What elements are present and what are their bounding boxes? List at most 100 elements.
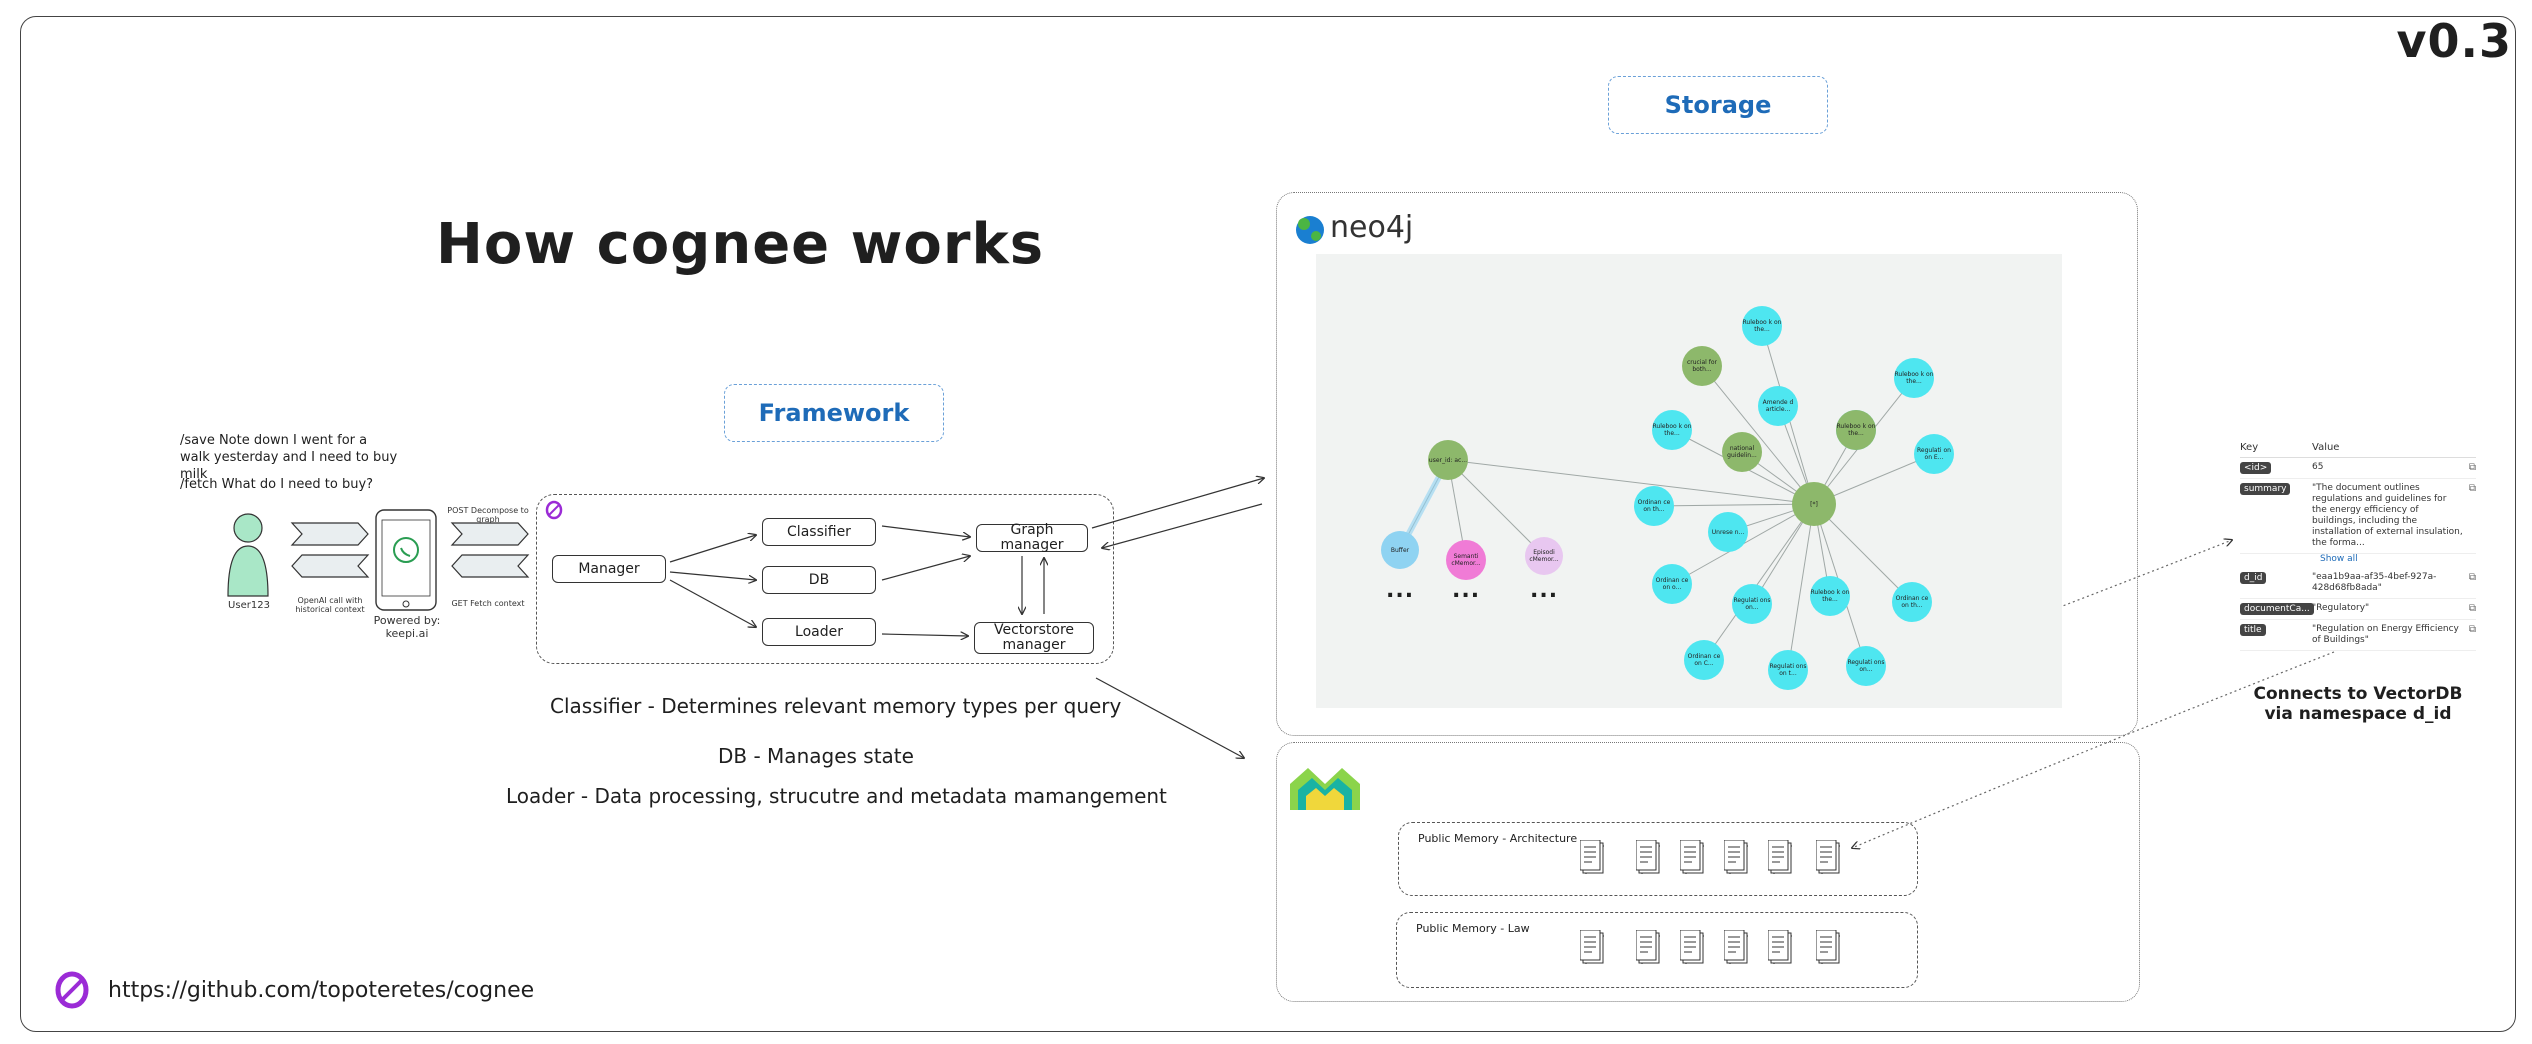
property-key: documentCa... [2240, 603, 2314, 615]
graph-node[interactable]: Amende d article... [1758, 386, 1798, 426]
show-all-link[interactable]: Show all [2320, 554, 2358, 564]
copy-icon[interactable]: ⧉ [2468, 572, 2476, 583]
post-note: POST Decompose to graph [447, 506, 529, 524]
key-header: Key [2240, 442, 2259, 453]
property-key: d_id [2240, 572, 2267, 584]
neo4j-label: neo4j [1330, 210, 1414, 245]
graph-node[interactable]: Ruleboo k on the... [1894, 358, 1934, 398]
phone-icon [375, 509, 437, 611]
graph-node[interactable]: Ruleboo k on the... [1810, 576, 1850, 616]
property-value: "The document outlines regulations and g… [2312, 483, 2463, 548]
chevron-arrows-left [290, 522, 370, 578]
property-row: <id> 65 ⧉ [2240, 458, 2476, 479]
framework-area [536, 494, 1114, 664]
document-icon [1768, 930, 1792, 964]
document-icon [1680, 930, 1704, 964]
graph-manager-box-label: Graph manager [1000, 522, 1064, 553]
document-icon [1680, 840, 1704, 874]
graph-node[interactable]: Regulati ons on... [1846, 646, 1886, 686]
panel-rows: <id> 65 ⧉ summary "The document outlines reg… [2240, 458, 2476, 651]
document-icon [1768, 840, 1792, 874]
chevron-arrows-right [450, 522, 530, 578]
graph-node[interactable]: Ruleboo k on the... [1742, 306, 1782, 346]
document-icon [1636, 930, 1660, 964]
episodic-ellipsis: ... [1530, 578, 1559, 603]
classifier-box-label: Classifier [787, 523, 851, 540]
neo4j-area [1276, 192, 2138, 736]
document-icon [1580, 930, 1604, 964]
get-note: GET Fetch context [451, 599, 525, 608]
graph-node[interactable]: Episodi cMemor... [1525, 537, 1563, 575]
classifier-box: Classifier [762, 518, 876, 546]
copy-icon[interactable]: ⧉ [2468, 462, 2476, 473]
property-key: summary [2240, 483, 2291, 495]
graph-node[interactable]: Regulati ons on... [1732, 584, 1772, 624]
vectordb-area [1276, 742, 2140, 1002]
graph-node[interactable]: Regulati ons on t... [1768, 650, 1808, 690]
document-icon [1816, 930, 1840, 964]
property-row: summary "The document outlines regulation… [2240, 479, 2476, 554]
graph-node[interactable]: Unrese n... [1708, 512, 1748, 552]
manager-box: Manager [552, 555, 666, 583]
graph-node[interactable]: Regulati on on E... [1914, 434, 1954, 474]
graph-node[interactable]: user_id: ac... [1428, 440, 1468, 480]
powered-by: Powered by: keepi.ai [373, 614, 441, 640]
storage-label: Storage [1608, 76, 1828, 134]
memory-architecture-box [1398, 822, 1918, 896]
memory-law-label: Public Memory - Law [1416, 922, 1530, 935]
property-value: "Regulatory" [2312, 603, 2370, 613]
document-icon [1636, 840, 1660, 874]
property-row: title "Regulation on Energy Efficiency of… [2240, 620, 2476, 651]
framework-label: Framework [724, 384, 944, 442]
user-flow-sketch [227, 509, 530, 611]
graph-edges [1397, 325, 1935, 671]
graph-node[interactable]: Ordinan ce on th... [1892, 582, 1932, 622]
graph-node[interactable]: [*] [1792, 482, 1836, 526]
github-link[interactable]: https://github.com/topoteretes/cognee [108, 978, 535, 1003]
loader-description: Loader - Data processing, strucutre and … [506, 784, 1167, 808]
graph-node[interactable]: Ordinan ce on th... [1634, 486, 1674, 526]
graph-node[interactable]: Ruleboo k on the... [1836, 410, 1876, 450]
memory-law-box [1396, 912, 1918, 988]
property-value: "Regulation on Energy Efficiency of Buil… [2312, 624, 2459, 645]
loader-box-label: Loader [795, 623, 843, 640]
property-row: d_id"eaa1b9aa-af35-4bef-927a-428d68fb8ad… [2240, 568, 2476, 599]
manager-box-label: Manager [578, 560, 640, 577]
db-description: DB - Manages state [718, 744, 914, 768]
vectorstore-manager-box-label: Vectorstore manager [993, 622, 1075, 653]
storage-label-text: Storage [1664, 91, 1772, 119]
version-label: v0.3 [2396, 14, 2512, 68]
document-icon [1724, 840, 1748, 874]
cognee-logo-small-icon [545, 500, 563, 520]
fetch-command: /fetch What do I need to buy? [180, 477, 374, 492]
copy-icon[interactable]: ⧉ [2468, 483, 2476, 494]
graph-node[interactable]: Buffer [1381, 531, 1419, 569]
cognee-logo-icon [55, 971, 89, 1009]
user-icon [227, 513, 269, 597]
graph-manager-box: Graph manager [976, 522, 1088, 553]
vectordb-caption: Connects to VectorDB via namespace d_id [2253, 684, 2463, 724]
buffer-ellipsis: ... [1386, 578, 1415, 603]
page-title: How cognee works [436, 212, 1045, 277]
graph-node[interactable]: Ordinan ce on o... [1652, 564, 1692, 604]
graph-node[interactable]: crucial for both... [1682, 346, 1722, 386]
document-icon [1580, 840, 1604, 874]
graph-node[interactable]: national guidelin... [1722, 432, 1762, 472]
graph-node[interactable]: Ordinan ce on C... [1684, 640, 1724, 680]
document-icon [1816, 840, 1840, 874]
property-key: <id> [2240, 462, 2272, 474]
graph-node[interactable]: Ruleboo k on the... [1652, 410, 1692, 450]
property-row: documentCa..."Regulatory" ⧉ [2240, 599, 2476, 620]
property-key: title [2240, 624, 2266, 636]
property-value: 65 [2312, 462, 2324, 472]
user-label: User123 [228, 600, 270, 611]
document-icon [1724, 930, 1748, 964]
value-header: Value [2312, 442, 2340, 453]
framework-label-text: Framework [758, 399, 910, 427]
canvas-frame [20, 16, 2516, 1032]
graph-node[interactable]: Semanti cMemor... [1446, 540, 1486, 580]
vectorstore-manager-box: Vectorstore manager [974, 622, 1094, 654]
copy-icon[interactable]: ⧉ [2468, 624, 2476, 635]
copy-icon[interactable]: ⧉ [2468, 603, 2476, 614]
